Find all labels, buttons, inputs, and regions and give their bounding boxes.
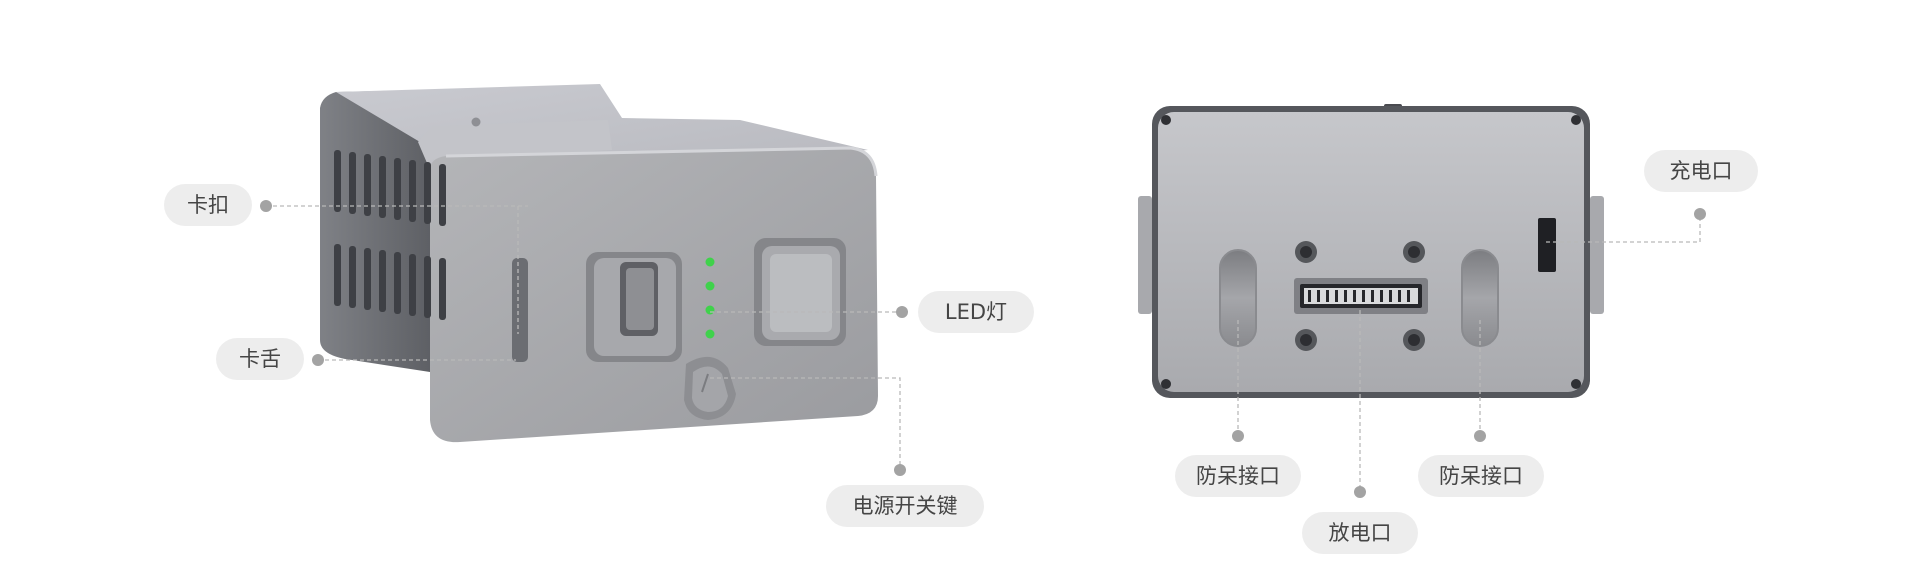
battery-front-view [320,84,878,443]
side-rail-left [1138,196,1152,314]
charge-port-shape [1538,218,1556,272]
label-power-button: 电源开关键 [826,485,984,527]
right-connector-recess [754,238,846,346]
led-3 [705,305,715,315]
leader-lines [266,205,1701,492]
led-4 [705,329,715,339]
battery-side-panel [320,90,430,372]
label-led: LED灯 [918,291,1034,333]
led-1 [705,257,715,267]
side-rail-right [1590,196,1604,314]
label-anti-misplug-left: 防呆接口 [1175,455,1301,497]
anti-misplug-slot-left [1219,249,1257,347]
anti-misplug-slot-right [1461,249,1499,347]
vent-slots [334,150,446,320]
led-2 [705,281,715,291]
left-connector-recess [586,252,682,362]
battery-back-view [1138,104,1604,398]
label-latch: 卡舌 [216,338,304,380]
leader-dots [260,200,1706,498]
discharge-port-shape [1294,278,1428,314]
label-clip: 卡扣 [164,184,252,226]
label-discharge-port: 放电口 [1302,512,1418,554]
label-charge-port: 充电口 [1644,150,1758,192]
back-plate [1158,112,1584,392]
latch-tab [512,258,528,362]
label-anti-misplug-right: 防呆接口 [1418,455,1544,497]
